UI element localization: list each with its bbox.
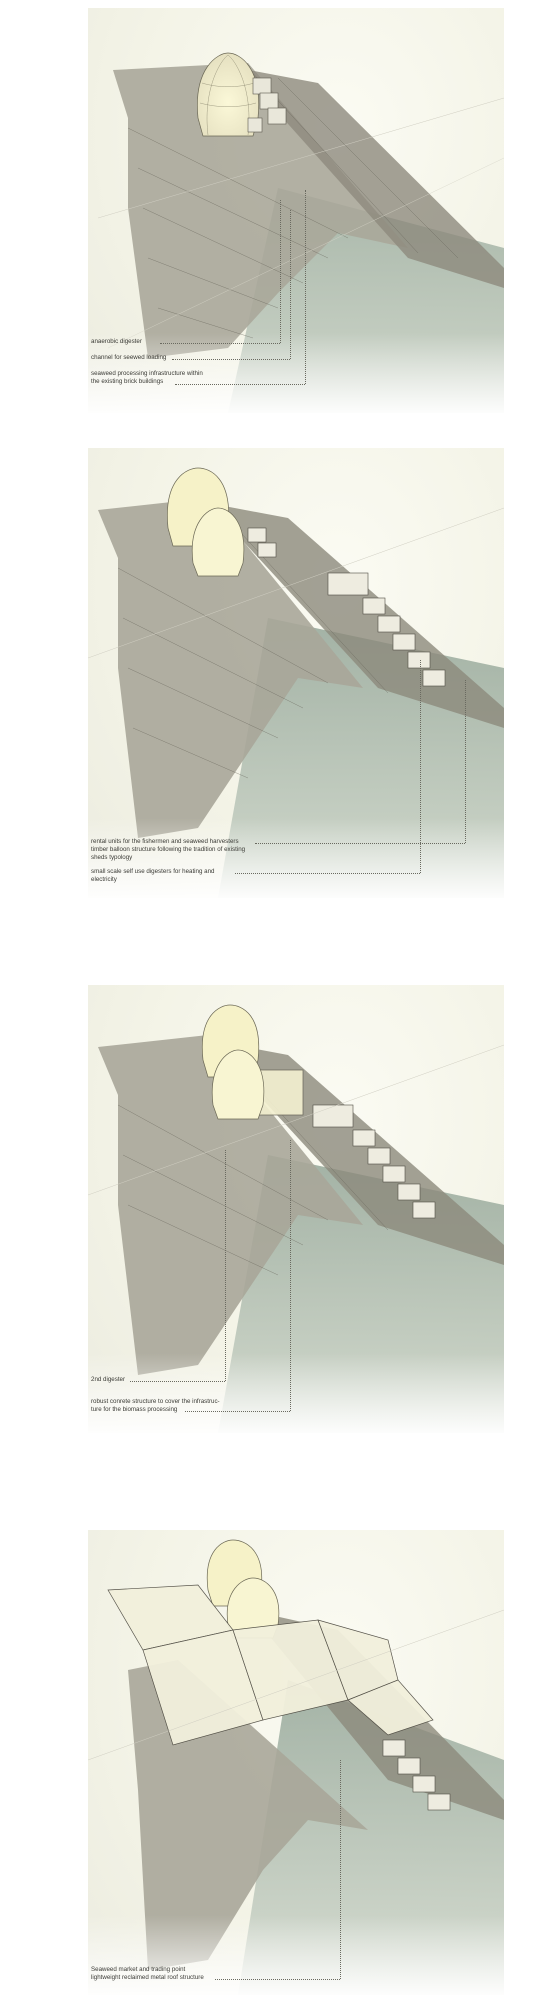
label-small-digesters-1: small scale self use digesters for heati… — [91, 868, 215, 875]
pier-deck — [113, 63, 408, 358]
label-2nd-digester: 2nd digester — [91, 1376, 126, 1383]
rental-units — [247, 527, 446, 687]
leader-line — [225, 1150, 226, 1381]
leader-line — [290, 210, 291, 359]
label-small-digesters-2: electricity — [91, 876, 117, 883]
diagram-stage-2 — [88, 448, 504, 898]
digester-2 — [211, 1049, 265, 1120]
label-concrete-structure-2: ture for the biomass processing — [91, 1406, 178, 1413]
brick-buildings — [247, 77, 287, 133]
label-processing-infra-2: the existing brick buildings — [91, 378, 164, 385]
label-metal-roof: lightweight reclaimed metal roof structu… — [91, 1974, 204, 1981]
leader-line — [465, 680, 466, 843]
label-seaweed-market: Seaweed market and trading point — [91, 1966, 186, 1973]
leader-line — [305, 190, 306, 384]
label-processing-infra-1: seaweed processing infrastructure within — [91, 370, 203, 377]
metal-roof — [107, 1584, 434, 1746]
diagram-stage-3 — [88, 985, 504, 1433]
leader-line — [255, 843, 465, 844]
label-rental-units: rental units for the fishermen and seawe… — [91, 838, 239, 845]
quay-strip — [238, 68, 504, 288]
leader-line — [160, 343, 280, 344]
rental-units — [382, 1739, 451, 1811]
leader-line — [235, 873, 420, 874]
label-anaerobic-digester: anaerobic digester — [91, 338, 142, 345]
rental-units — [312, 1104, 436, 1219]
leader-line — [172, 359, 290, 360]
leader-line — [185, 1411, 290, 1412]
leader-line — [215, 1979, 340, 1980]
diagram-stage-4 — [88, 1530, 504, 1995]
digester-2 — [191, 507, 245, 577]
paper-fade — [88, 1915, 504, 1995]
label-concrete-structure-1: robust conrete structure to cover the in… — [91, 1398, 220, 1405]
diagram-stage-1 — [88, 8, 504, 413]
leader-line — [420, 660, 421, 873]
paper-fade — [88, 1353, 504, 1433]
leader-line — [175, 384, 305, 385]
label-channel-seaweed: channel for seewed loading — [91, 354, 167, 361]
leader-line — [290, 1140, 291, 1411]
label-timber-balloon-2: sheds typology — [91, 854, 133, 861]
leader-line — [280, 200, 281, 343]
leader-line — [130, 1381, 225, 1382]
paper-fade — [88, 333, 504, 413]
label-timber-balloon-1: timber balloon structure following the t… — [91, 846, 246, 853]
paper-fade — [88, 818, 504, 898]
leader-line — [340, 1760, 341, 1979]
digester-2 — [226, 1577, 280, 1639]
digester-1 — [197, 52, 260, 137]
